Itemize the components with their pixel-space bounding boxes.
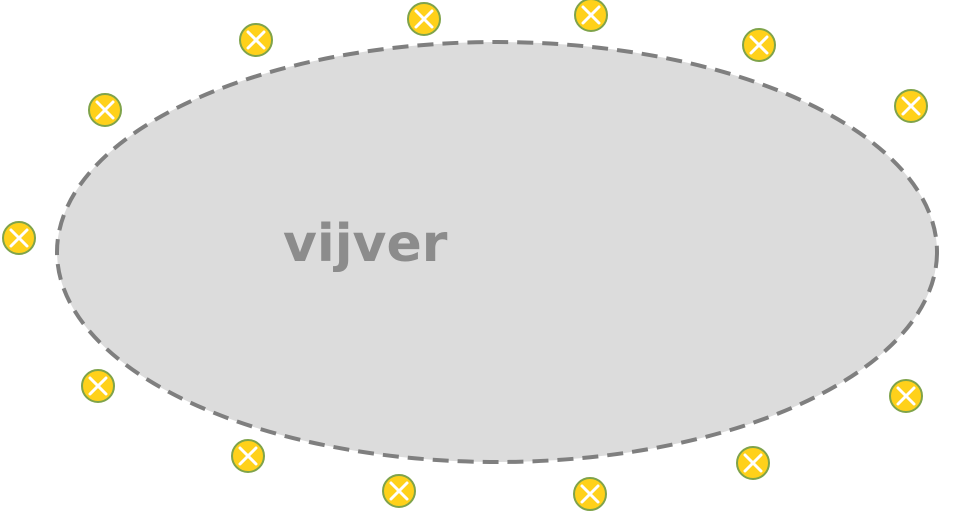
lamp-group bbox=[2, 0, 928, 511]
lamp-symbol-icon bbox=[2, 221, 36, 255]
lamp-symbol-icon bbox=[239, 23, 273, 57]
lamp-symbol-icon bbox=[81, 369, 115, 403]
lamp-symbol-icon bbox=[742, 28, 776, 62]
lamp-symbol-icon bbox=[894, 89, 928, 123]
lamp-symbol-icon bbox=[889, 379, 923, 413]
pond-shape bbox=[55, 40, 939, 464]
lamp-symbol-icon bbox=[88, 93, 122, 127]
lamp-symbol-icon bbox=[736, 446, 770, 480]
lamp-symbol-icon bbox=[407, 2, 441, 36]
lamp-symbol-icon bbox=[231, 439, 265, 473]
lamp-symbol-icon bbox=[382, 474, 416, 508]
lamp-symbol-icon bbox=[573, 477, 607, 511]
pond-label: vijver bbox=[283, 214, 448, 274]
lamp-symbol-icon bbox=[574, 0, 608, 32]
